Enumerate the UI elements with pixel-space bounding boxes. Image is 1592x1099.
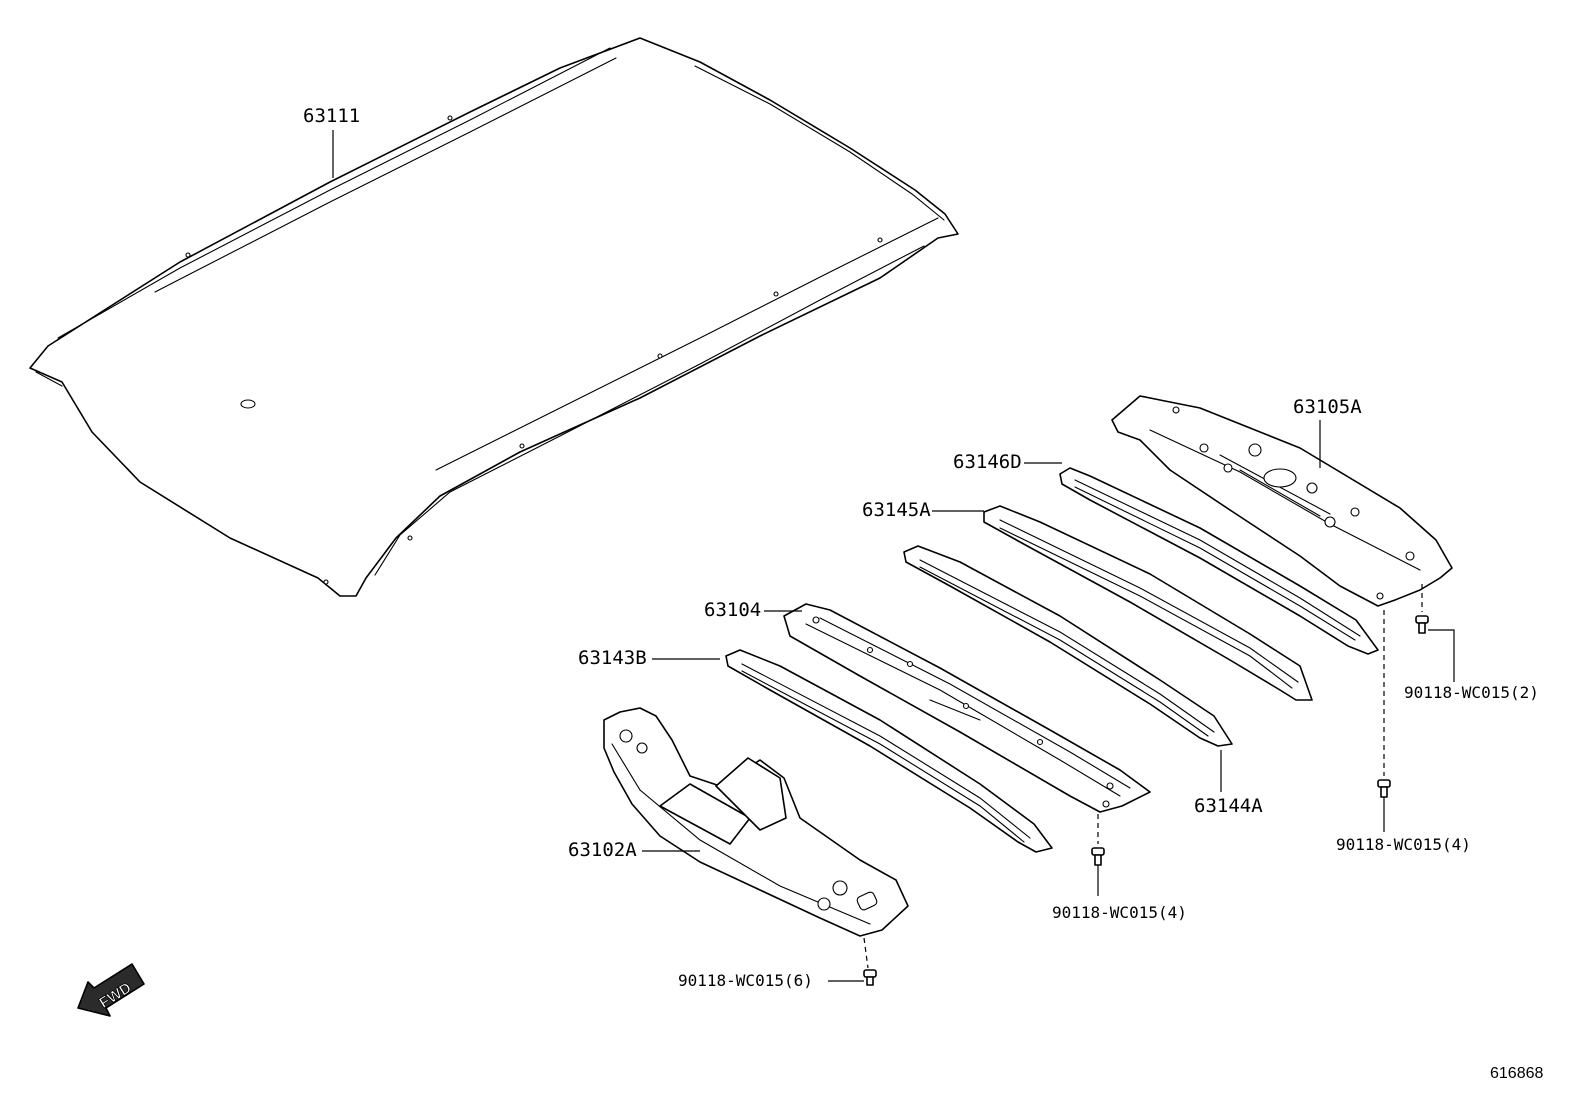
roof-reinforcement-63104: [783, 603, 1151, 813]
roof-rail-63143B: [725, 649, 1053, 853]
label-63143B: 63143B: [578, 647, 720, 669]
label-63144A: 63144A: [1194, 750, 1263, 817]
front-header-panel: [603, 707, 909, 937]
forward-direction-arrow: FWD: [77, 963, 145, 1017]
svg-text:63102A: 63102A: [568, 839, 637, 861]
svg-text:90118-WC015(4): 90118-WC015(4): [1336, 835, 1471, 854]
svg-text:63143B: 63143B: [578, 647, 647, 669]
rear-header-panel: [1111, 395, 1453, 607]
svg-text:63111: 63111: [303, 105, 360, 127]
svg-text:90118-WC015(4): 90118-WC015(4): [1052, 903, 1187, 922]
roof-rail-63145A: [983, 505, 1313, 701]
svg-text:90118-WC015(2): 90118-WC015(2): [1404, 683, 1539, 702]
roof-rail-63146D: [1059, 467, 1379, 655]
svg-text:90118-WC015(6): 90118-WC015(6): [678, 971, 813, 990]
label-63104: 63104: [704, 599, 802, 621]
label-63146D: 63146D: [953, 451, 1062, 473]
svg-text:63105A: 63105A: [1293, 396, 1362, 418]
label-63145A: 63145A: [862, 499, 984, 521]
bolt-90118-wc015-2: 90118-WC015(2): [1404, 584, 1539, 702]
svg-text:63145A: 63145A: [862, 499, 931, 521]
bolt-90118-wc015-4-mid: 90118-WC015(4): [1052, 814, 1187, 922]
diagram-reference-number: 616868: [1490, 1065, 1543, 1082]
label-63111: 63111: [303, 105, 360, 178]
svg-text:63144A: 63144A: [1194, 795, 1263, 817]
label-63102A: 63102A: [568, 839, 700, 861]
bolt-90118-wc015-6: 90118-WC015(6): [678, 937, 877, 990]
roof-panel: [29, 37, 959, 597]
label-63105A: 63105A: [1293, 396, 1362, 468]
svg-text:63146D: 63146D: [953, 451, 1022, 473]
bolt-90118-wc015-4-right: 90118-WC015(4): [1336, 610, 1471, 854]
svg-text:63104: 63104: [704, 599, 761, 621]
roof-rail-63144A: [903, 545, 1233, 747]
